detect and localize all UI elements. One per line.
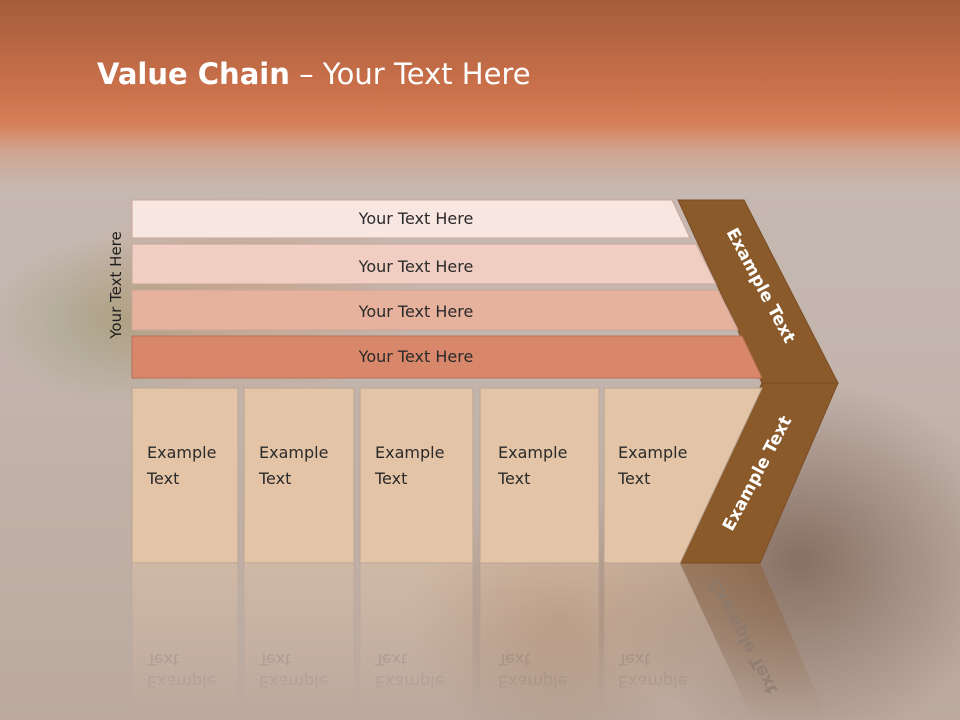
activity-box-2	[243, 387, 355, 564]
slide-title: Value Chain – Your Text Here	[97, 52, 531, 96]
box-5-line-2: Text	[617, 469, 650, 488]
box-2-line-2: Text	[258, 469, 291, 488]
box-1-line-1: Example	[147, 443, 216, 462]
reflection-group: Text Example Text Example Text Example T…	[131, 562, 829, 720]
svg-text:Text: Text	[617, 650, 650, 669]
svg-text:Text: Text	[374, 650, 407, 669]
box-5-line-1: Example	[618, 443, 687, 462]
box-1-line-2: Text	[146, 469, 179, 488]
title-rest: – Your Text Here	[289, 57, 531, 91]
box-2-line-1: Example	[259, 443, 328, 462]
activity-box-4	[479, 387, 600, 564]
svg-text:Text: Text	[258, 650, 291, 669]
svg-text:Example: Example	[147, 672, 216, 691]
row-label-3: Your Text Here	[358, 302, 474, 321]
row-bar-3	[131, 289, 739, 331]
row-bar-2	[131, 243, 717, 285]
activity-box-1	[131, 387, 239, 564]
svg-text:Example: Example	[498, 672, 567, 691]
row-bar-4	[131, 335, 763, 379]
row-bar-1	[131, 199, 691, 239]
box-3-line-1: Example	[375, 443, 444, 462]
title-bold: Value Chain	[97, 57, 290, 91]
header-band	[0, 0, 960, 190]
box-3-line-2: Text	[374, 469, 407, 488]
box-4-line-2: Text	[497, 469, 530, 488]
row-label-1: Your Text Here	[358, 209, 474, 228]
row-label-2: Your Text Here	[358, 257, 474, 276]
row-label-4: Your Text Here	[358, 347, 474, 366]
svg-text:Text: Text	[146, 650, 179, 669]
svg-text:Example: Example	[618, 672, 687, 691]
svg-text:Text: Text	[497, 650, 530, 669]
svg-text:Example: Example	[259, 672, 328, 691]
activity-box-3	[359, 387, 474, 564]
box-4-line-1: Example	[498, 443, 567, 462]
activity-box-5	[603, 387, 763, 564]
svg-text:Example: Example	[375, 672, 444, 691]
